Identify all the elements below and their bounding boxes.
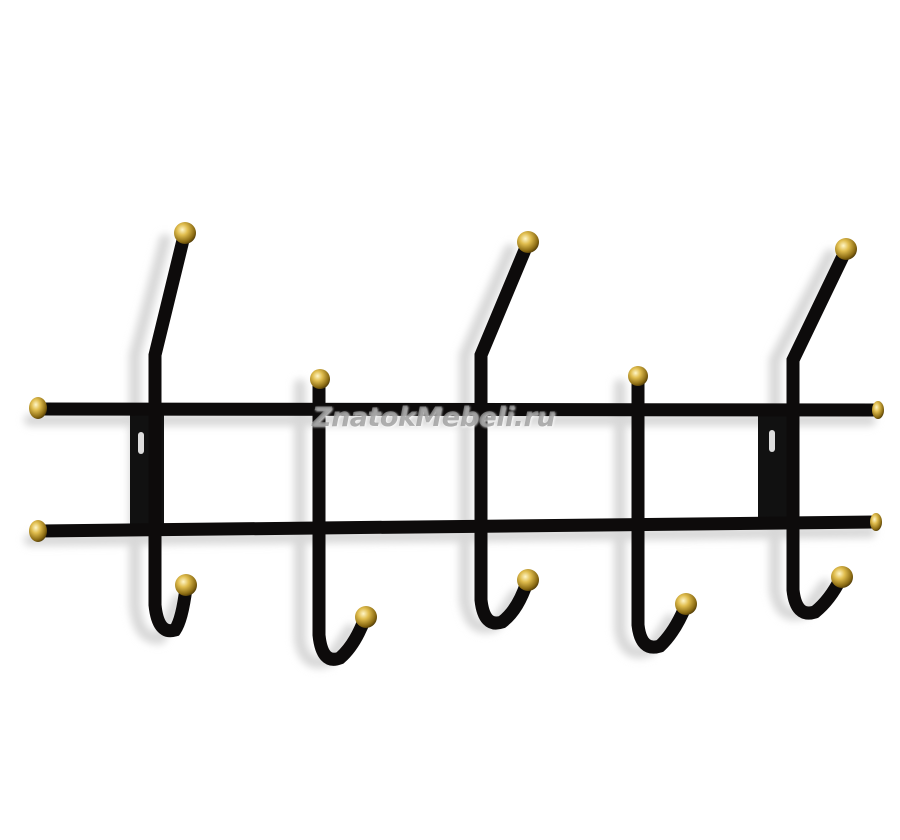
rack-shadow: [24, 234, 876, 669]
hook-2: [312, 374, 372, 666]
hook-4: [631, 371, 693, 654]
gold-knobs: [29, 222, 884, 628]
hook-1: [148, 229, 193, 638]
bottom-bar: [39, 515, 875, 538]
top-bar: [39, 402, 877, 417]
mount-hole-left: [138, 432, 144, 454]
hooks: [148, 229, 852, 666]
hook-3: [474, 238, 534, 630]
watermark: ZnatokMebeli.ru: [312, 402, 556, 433]
horizontal-bars: [39, 402, 877, 538]
mount-hole-right: [769, 430, 775, 452]
hook-5: [786, 245, 852, 620]
